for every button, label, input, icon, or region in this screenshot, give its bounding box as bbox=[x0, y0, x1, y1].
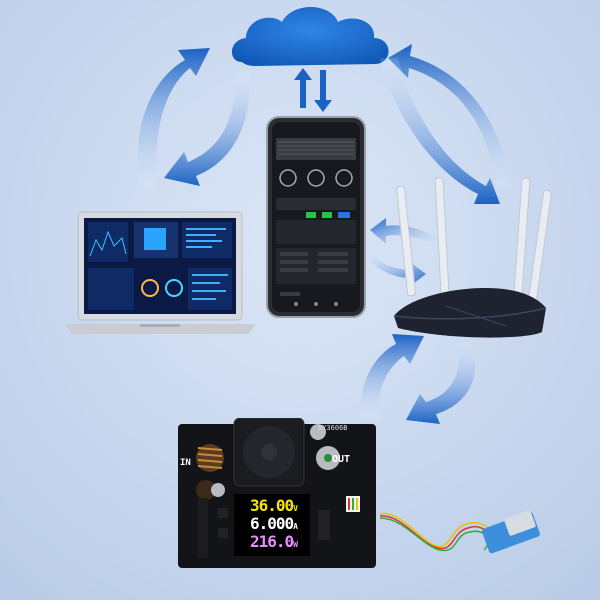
current-value: 6.000 bbox=[250, 514, 294, 533]
board-in-label: IN bbox=[180, 458, 191, 468]
power-readout: 216.0W bbox=[250, 532, 298, 551]
laptop bbox=[64, 211, 256, 334]
power-unit: W bbox=[293, 540, 298, 549]
wifi-router bbox=[393, 177, 552, 338]
cloud-icon bbox=[231, 7, 389, 66]
curved-arrow-icon bbox=[137, 48, 251, 190]
curved-arrow-icon bbox=[380, 44, 512, 204]
current-readout: 6.000A bbox=[250, 514, 298, 533]
lcd-display: 36.00V 6.000A 216.0W bbox=[234, 494, 310, 556]
dc-power-module-board bbox=[178, 418, 376, 568]
wifi-module-icon bbox=[380, 510, 540, 554]
smartphone bbox=[266, 116, 366, 318]
voltage-value: 36.00 bbox=[250, 496, 294, 515]
curved-arrow-icon bbox=[294, 68, 332, 112]
power-value: 216.0 bbox=[250, 532, 294, 551]
current-unit: A bbox=[293, 522, 298, 531]
voltage-readout: 36.00V bbox=[250, 496, 298, 515]
board-model-label: XY3606B bbox=[318, 424, 348, 432]
voltage-unit: V bbox=[293, 504, 298, 513]
curved-arrow-icon bbox=[360, 334, 476, 424]
board-out-label: OUT bbox=[332, 454, 351, 465]
